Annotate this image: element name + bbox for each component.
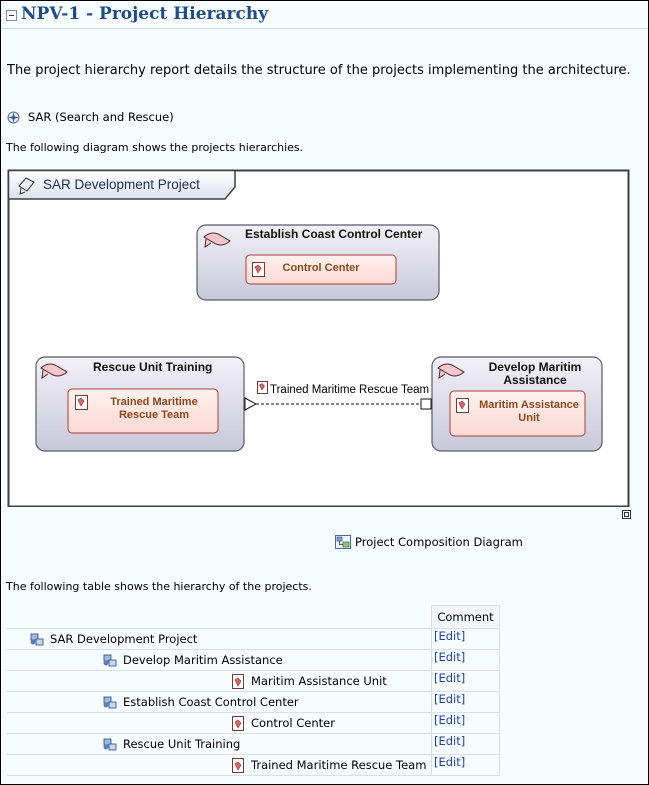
- project-icon: [40, 363, 68, 380]
- diagram-caption-text: Project Composition Diagram: [355, 535, 523, 549]
- package-tab: [7, 169, 236, 200]
- resize-icon[interactable]: [622, 510, 631, 519]
- table-row: Maritim Assistance Unit [Edit]: [7, 670, 500, 692]
- table-row: Rescue Unit Training [Edit]: [7, 733, 500, 755]
- milestone-icon: [257, 381, 268, 394]
- inner-label-control-center: Control Center: [282, 262, 360, 274]
- milestone-icon: [232, 673, 244, 689]
- project-group-icon: [30, 633, 44, 645]
- milestone-icon: [232, 757, 244, 773]
- milestone-icon: [252, 262, 265, 277]
- diagram-canvas: [7, 169, 630, 507]
- box-title-develop-maritim: Develop Maritim Assistance: [488, 360, 582, 387]
- row-label: SAR Development Project: [50, 632, 198, 646]
- table-intro: The following table shows the hierarchy …: [6, 580, 312, 593]
- project-icon: [203, 232, 231, 249]
- edit-link[interactable]: [Edit]: [434, 713, 466, 727]
- diagram-intro: The following diagram shows the projects…: [6, 141, 304, 154]
- edit-link[interactable]: [Edit]: [434, 671, 466, 685]
- package-title: SAR Development Project: [43, 177, 200, 192]
- table-row: Control Center [Edit]: [7, 712, 500, 734]
- table-row: SAR Development Project [Edit]: [7, 628, 500, 650]
- table-row: Establish Coast Control Center [Edit]: [7, 691, 500, 713]
- milestone-icon: [456, 398, 469, 413]
- project-icon: [103, 696, 117, 708]
- inner-box-trained-team[interactable]: [67, 388, 219, 434]
- name-column-header: [7, 605, 432, 629]
- diagram-caption: Project Composition Diagram: [335, 535, 523, 549]
- package-frame: [7, 169, 630, 507]
- intro-text: The project hierarchy report details the…: [7, 63, 631, 78]
- project-icon: [103, 654, 117, 666]
- inner-label-maritim-unit: Maritim Assistance Unit: [479, 399, 579, 424]
- inner-label-trained-team: Trained Maritime Rescue Team: [110, 396, 198, 421]
- package-icon: [18, 177, 35, 195]
- inner-box-maritim-unit[interactable]: [449, 390, 586, 437]
- box-title-rescue-training: Rescue Unit Training: [93, 360, 213, 374]
- title-divider: [1, 28, 648, 29]
- project-icon: [437, 363, 465, 380]
- row-label: Control Center: [251, 716, 335, 730]
- architecture-line: SAR (Search and Rescue): [7, 110, 174, 124]
- row-label: Establish Coast Control Center: [123, 695, 299, 709]
- architecture-icon: [7, 111, 20, 123]
- connector-label: Trained Maritime Rescue Team: [270, 384, 430, 396]
- row-label: Trained Maritime Rescue Team: [251, 758, 427, 772]
- architecture-label: SAR (Search and Rescue): [28, 110, 174, 124]
- row-label: Rescue Unit Training: [123, 737, 241, 751]
- edit-link[interactable]: [Edit]: [434, 755, 466, 769]
- edit-link[interactable]: [Edit]: [434, 629, 466, 643]
- comment-column-header: Comment: [431, 605, 500, 629]
- box-title-establish: Establish Coast Control Center: [245, 227, 423, 241]
- hierarchy-table-body: SAR Development Project [Edit] Develop M…: [7, 628, 500, 776]
- collapse-icon[interactable]: [6, 9, 17, 21]
- page-title-text: NPV-1 - Project Hierarchy: [21, 4, 269, 24]
- edit-link[interactable]: [Edit]: [434, 734, 466, 748]
- project-composition-diagram: SAR Development Project Establish Coast …: [7, 169, 631, 507]
- milestone-icon: [75, 395, 88, 410]
- connector-arrowhead: [244, 397, 258, 411]
- table-row: Develop Maritim Assistance [Edit]: [7, 649, 500, 671]
- row-label: Maritim Assistance Unit: [251, 674, 387, 688]
- row-label: Develop Maritim Assistance: [123, 653, 283, 667]
- page-title: NPV-1 - Project Hierarchy: [6, 4, 268, 24]
- diagram-icon: [335, 535, 351, 549]
- milestone-icon: [232, 715, 244, 731]
- edit-link[interactable]: [Edit]: [434, 692, 466, 706]
- hierarchy-table: Comment SAR Development Project [Edit] D…: [7, 605, 500, 776]
- inner-box-control-center[interactable]: [245, 254, 397, 285]
- project-icon: [103, 738, 117, 750]
- edit-link[interactable]: [Edit]: [434, 650, 466, 664]
- table-row: Trained Maritime Rescue Team [Edit]: [7, 754, 500, 776]
- connector-end-square: [420, 398, 432, 410]
